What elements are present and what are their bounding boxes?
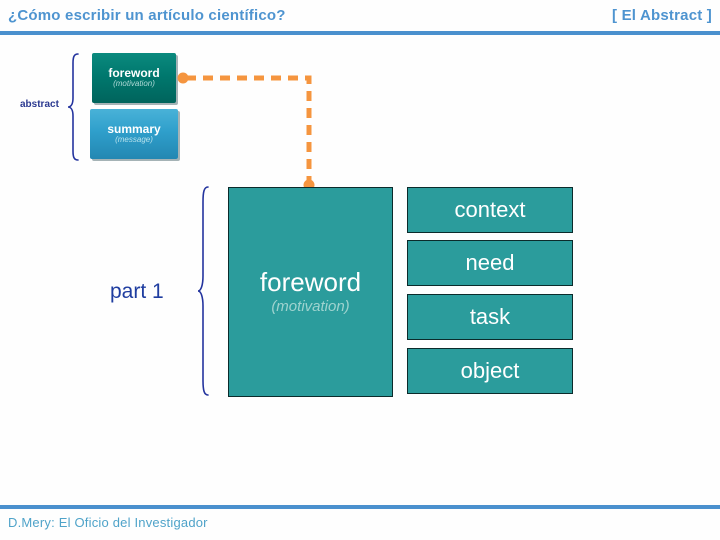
mini-foreword-sublabel: (motivation) [113,79,155,89]
item-box-context: context [407,187,573,233]
mini-summary-label: summary [107,122,161,136]
foreword-box: foreword (motivation) [228,187,393,397]
part1-brace [197,186,209,396]
item-box-need: need [407,240,573,286]
footer-credit: D.Mery: El Oficio del Investigador [8,515,208,530]
header-divider-line [0,31,720,35]
foreword-sublabel: (motivation) [271,298,350,316]
mini-summary-box: summary (message) [90,109,178,159]
connector-start-dot [177,72,189,84]
mini-summary-sublabel: (message) [115,135,153,145]
abstract-brace [67,53,79,161]
slide-title: ¿Cómo escribir un artículo científico? [8,7,286,24]
slide-section-tag: [ El Abstract ] [612,7,712,24]
mini-foreword-label: foreword [108,66,160,80]
footer-divider-line [0,505,720,509]
part1-brace-label: part 1 [110,280,164,303]
abstract-brace-label: abstract [20,99,59,110]
mini-foreword-box: foreword (motivation) [92,53,176,103]
foreword-label: foreword [259,267,362,298]
item-box-task: task [407,294,573,340]
item-box-object: object [407,348,573,394]
